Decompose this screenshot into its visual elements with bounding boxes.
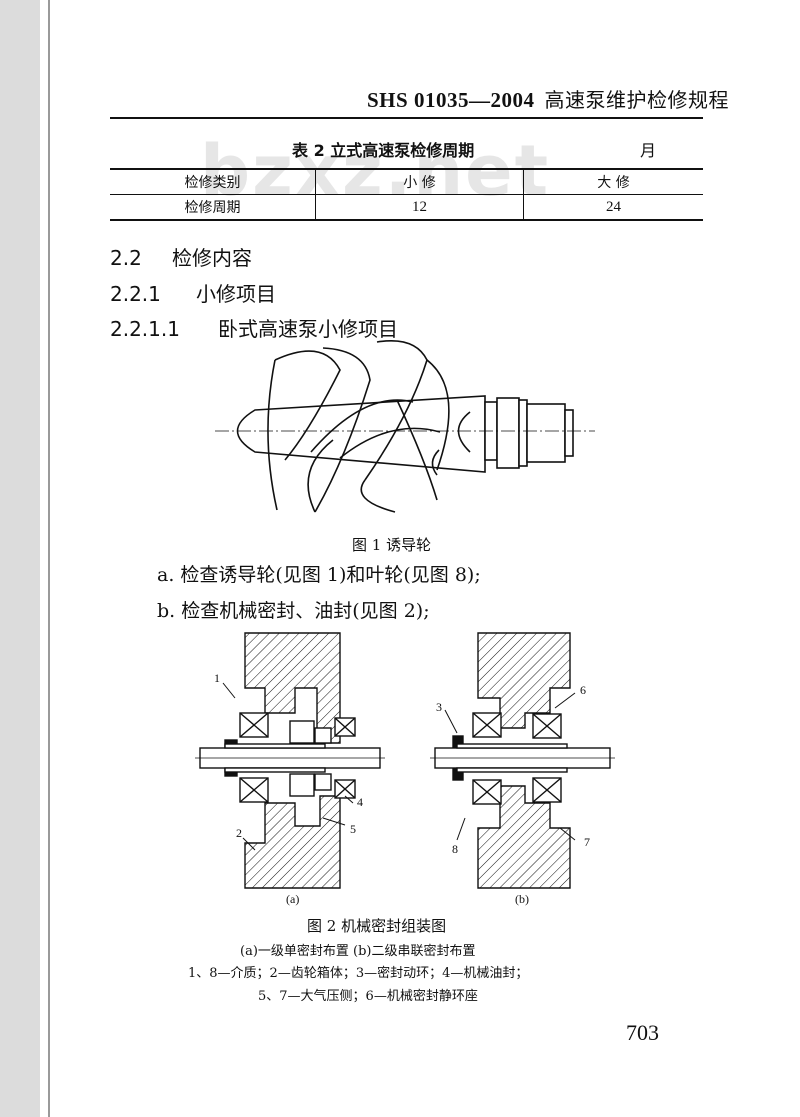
table-row: 检修类别 小 修 大 修 (110, 168, 703, 195)
callout-label: 2 (236, 826, 242, 840)
section-heading: 2.2.1 小修项目 (110, 278, 276, 307)
inducer-drawing (215, 340, 595, 513)
section-number: 2.2 (110, 246, 142, 270)
figure1-caption: 图 1 诱导轮 (352, 536, 432, 554)
table-cell: 小 修 (315, 168, 524, 195)
callout-label: 3 (436, 700, 442, 714)
table-cell: 大 修 (523, 168, 703, 195)
section-title: 检修内容 (172, 246, 252, 270)
section-number: 2.2.1.1 (110, 317, 180, 341)
subfigure-label-b: (b) (515, 892, 529, 906)
list-item: a. 检查诱导轮(见图 1)和叶轮(见图 8); (157, 564, 481, 586)
table-row: 检修周期 12 24 (110, 194, 703, 221)
standard-title: 高速泵维护检修规程 (544, 88, 729, 112)
page-number: 703 (626, 1020, 659, 1045)
section-heading: 2.2.1.1 卧式高速泵小修项目 (110, 313, 398, 342)
running-header: SHS 01035—2004 高速泵维护检修规程 (367, 84, 729, 113)
standard-number: SHS 01035—2004 (367, 88, 535, 112)
section-number: 2.2.1 (110, 282, 161, 306)
section-heading: 2.2 检修内容 (110, 242, 252, 271)
page-edge (0, 0, 40, 1117)
table-cell: 12 (315, 194, 524, 221)
table-cell: 检修类别 (110, 168, 316, 195)
subfigure-label-a: (a) (286, 892, 300, 906)
figure2-legend-line: 1、8—介质；2—齿轮箱体；3—密封动环；4—机械油封； (188, 966, 529, 981)
page-binding-line (48, 0, 50, 1117)
section-title: 卧式高速泵小修项目 (218, 317, 398, 341)
table-unit: 月 (640, 141, 657, 160)
callout-label: 6 (580, 683, 586, 697)
table-cell: 检修周期 (110, 194, 316, 221)
section-title: 小修项目 (196, 282, 276, 306)
callout-label: 7 (584, 835, 590, 849)
callout-label: 5 (350, 822, 356, 836)
callout-label: 4 (357, 795, 363, 809)
list-item: b. 检查机械密封、油封(见图 2); (157, 600, 430, 622)
callout-label: 1 (214, 671, 220, 685)
figure2-caption: 图 2 机械密封组装图 (307, 917, 447, 935)
maintenance-cycle-table: 检修类别 小 修 大 修 检修周期 12 24 (110, 168, 703, 221)
figure2-legend-line: (a)一级单密封布置 (b)二级串联密封布置 (240, 944, 476, 959)
table-cell: 24 (523, 194, 703, 221)
mechanical-seal-drawing (195, 632, 615, 889)
callout-label: 8 (452, 842, 458, 856)
table-caption: 表 2 立式高速泵检修周期 (292, 141, 475, 160)
figure2-legend-line: 5、7—大气压侧；6—机械密封静环座 (258, 989, 478, 1004)
header-rule (110, 117, 703, 119)
